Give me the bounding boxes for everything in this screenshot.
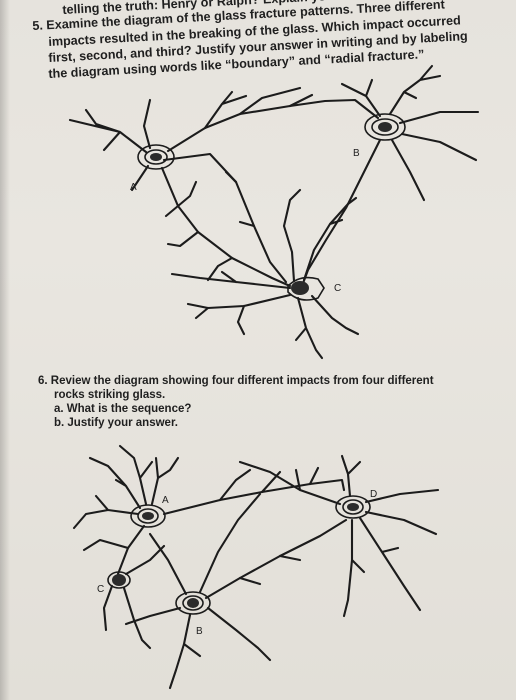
label-a2: A (162, 495, 169, 506)
label-a: A (130, 182, 137, 193)
label-c2: C (97, 584, 104, 595)
label-b: B (353, 148, 360, 159)
radial-fractures-a (68, 86, 380, 288)
label-c: C (334, 283, 341, 294)
fracture-diagram-1: A B C (68, 64, 480, 360)
q6-line-3: a. What is the sequence? (54, 403, 192, 415)
fractures-a2 (72, 444, 346, 576)
impact-a (137, 144, 175, 170)
radial-fractures-c (170, 188, 360, 360)
page-edge-shadow (0, 0, 10, 700)
impact-b2 (175, 591, 211, 615)
q6-line-1: 6. Review the diagram showing four diffe… (38, 375, 434, 387)
q6-line-4: b. Justify your answer. (54, 417, 178, 429)
label-d2: D (370, 489, 377, 500)
impact-d2 (335, 495, 371, 519)
impact-b (364, 113, 406, 141)
label-b2: B (196, 626, 203, 637)
impact-c2 (107, 571, 131, 589)
fractures-b2 (124, 492, 348, 690)
impact-a2 (130, 504, 166, 528)
fractures-c2 (102, 544, 166, 650)
impact-c (287, 276, 325, 301)
q6-line-2: rocks striking glass. (54, 389, 166, 401)
fractures-d2 (238, 454, 440, 618)
